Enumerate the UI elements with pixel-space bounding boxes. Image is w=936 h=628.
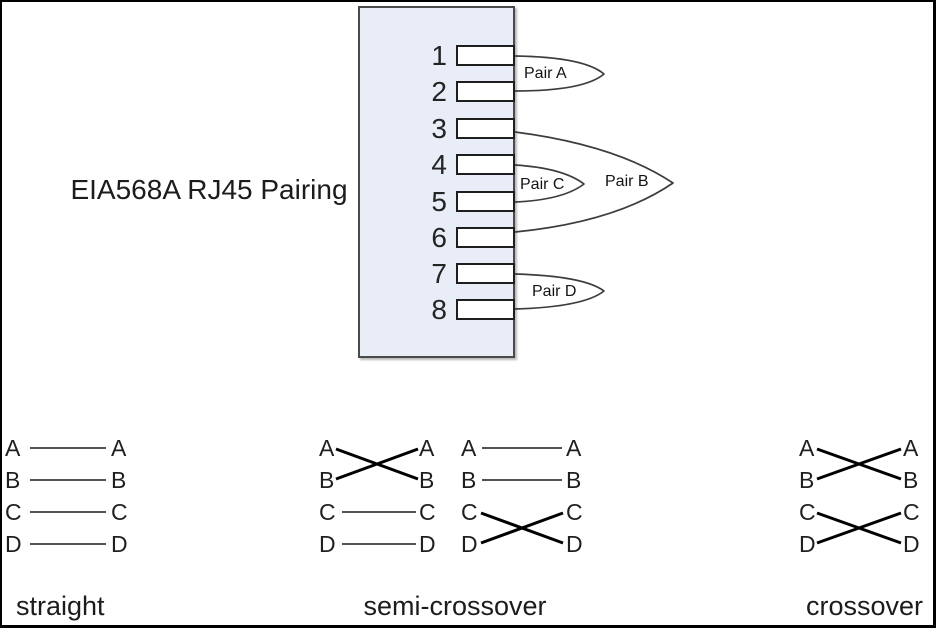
pin-contact: [456, 81, 515, 102]
pin-contact: [456, 299, 515, 320]
wire-end-label: C: [566, 499, 583, 525]
straight-diagram-lines: [30, 447, 106, 545]
wire-end-label: B: [319, 467, 335, 493]
wire-end-label: C: [419, 499, 436, 525]
wire-end-label: A: [5, 435, 21, 461]
wire-end-label: C: [319, 499, 336, 525]
pin-contact: [456, 118, 515, 139]
pin-contact: [456, 191, 515, 212]
wire-end-label: C: [903, 499, 920, 525]
wire-end-label: B: [419, 467, 435, 493]
wire-end-label: D: [319, 531, 336, 557]
wire-end-label: C: [799, 499, 816, 525]
wire-end-label: D: [799, 531, 816, 557]
pin-row-8: 8: [399, 294, 515, 325]
wire-end-label: B: [461, 467, 477, 493]
caption-semi-crossover: semi-crossover: [363, 591, 547, 621]
wire-end-label: D: [111, 531, 128, 557]
wire-end-label: D: [903, 531, 920, 557]
wire-end-label: C: [111, 499, 128, 525]
wire-end-label: D: [566, 531, 583, 557]
pair-a-label: Pair A: [524, 65, 567, 82]
wire-end-label: D: [5, 531, 22, 557]
pin-number: 1: [431, 40, 447, 71]
wire-end-label: A: [111, 435, 127, 461]
pair-b-label: Pair B: [605, 173, 649, 190]
wire-end-label: A: [903, 435, 919, 461]
wire-end-label: A: [799, 435, 815, 461]
pin-number: 3: [431, 113, 447, 144]
pin-row-1: 1: [399, 40, 515, 71]
wire-end-label: C: [461, 499, 478, 525]
pin-row-6: 6: [399, 222, 515, 253]
pin-contact: [456, 45, 515, 66]
wire-end-label: A: [319, 435, 335, 461]
pin-number: 4: [431, 149, 447, 180]
pin-number: 6: [431, 222, 447, 253]
pin-number: 5: [431, 186, 447, 217]
wire-end-label: B: [903, 467, 919, 493]
page-title: EIA568A RJ45 Pairing: [70, 174, 348, 205]
crossover-diagram-lines: [816, 447, 902, 545]
pin-row-7: 7: [399, 258, 515, 289]
pin-number: 2: [431, 76, 447, 107]
wire-end-label: B: [5, 467, 21, 493]
pin-row-3: 3: [399, 113, 515, 144]
pin-contact: [456, 154, 515, 175]
pin-contact: [456, 227, 515, 248]
pair-c-label: Pair C: [520, 176, 565, 193]
wire-end-label: C: [5, 499, 22, 525]
wire-end-label: D: [461, 531, 478, 557]
pin-contact: [456, 263, 515, 284]
pin-number: 7: [431, 258, 447, 289]
caption-crossover: crossover: [805, 591, 923, 621]
pin-row-2: 2: [399, 76, 515, 107]
wire-end-label: D: [419, 531, 436, 557]
pin-number: 8: [431, 294, 447, 325]
wire-end-label: B: [111, 467, 127, 493]
wire-end-label: A: [566, 435, 582, 461]
pin-row-4: 4: [399, 149, 515, 180]
wire-end-label: A: [461, 435, 477, 461]
wire-end-label: A: [419, 435, 435, 461]
pin-row-5: 5: [399, 186, 515, 217]
semi-crossover-right-lines: [480, 447, 564, 545]
caption-straight: straight: [16, 591, 105, 621]
semi-crossover-left-lines: [335, 447, 419, 545]
wire-end-label: B: [566, 467, 582, 493]
wire-end-label: B: [799, 467, 815, 493]
pair-d-label: Pair D: [532, 283, 577, 300]
